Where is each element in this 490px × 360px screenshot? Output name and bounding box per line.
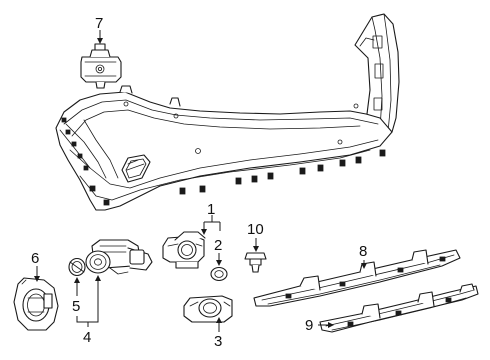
part-5-grommet xyxy=(68,257,86,277)
part-6-sensor-housing xyxy=(13,277,59,331)
rear-bumper-cover xyxy=(55,13,400,211)
callout-2: 2 xyxy=(214,237,222,254)
part-7-bracket xyxy=(80,43,122,89)
callout-5: 5 xyxy=(72,298,80,315)
part-3-sensor-bezel xyxy=(183,295,233,323)
callout-8: 8 xyxy=(359,243,367,260)
part-1-sensor-retainer xyxy=(162,231,206,269)
callout-7: 7 xyxy=(95,15,103,32)
callout-6: 6 xyxy=(31,250,39,267)
callout-1: 1 xyxy=(207,201,215,218)
callout-10: 10 xyxy=(247,221,264,238)
part-2-ring xyxy=(210,266,228,282)
callout-3: 3 xyxy=(214,333,222,350)
part-10-clip xyxy=(244,252,267,273)
callout-leaders xyxy=(34,30,367,332)
part-9-garnish-strip xyxy=(319,283,479,333)
part-4-parking-sensor xyxy=(85,239,153,275)
callout-9: 9 xyxy=(305,317,313,334)
part-8-garnish-strip xyxy=(253,249,461,307)
callout-4: 4 xyxy=(83,329,91,346)
callout-labels: 7 6 5 4 1 2 3 10 8 9 xyxy=(31,15,367,350)
